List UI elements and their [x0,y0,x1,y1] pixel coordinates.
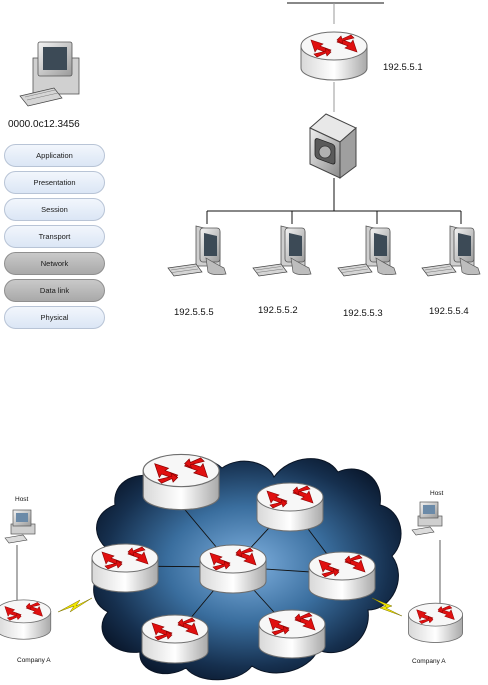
router-icon [91,543,159,593]
workstation-icon [252,225,312,277]
osi-layer-session: Session [4,198,105,221]
router-icon [0,599,52,640]
router-icon [258,609,326,659]
router-icon [300,31,368,81]
osi-layer-transport: Transport [4,225,105,248]
osi-layer-physical: Physical [4,306,105,329]
workstation-ip-address: 192.5.5.4 [429,306,469,317]
workstation-icon [337,225,397,277]
workstation-ip-address: 192.5.5.5 [174,307,214,318]
workstation-icon [167,225,227,277]
host-computer-icon [19,41,80,107]
router-icon [256,482,324,532]
router-icon [199,544,267,594]
left-site-label: Company A [17,657,51,664]
osi-layer-data-link: Data link [4,279,105,302]
left-host-label: Host [15,496,29,503]
osi-layer-network: Network [4,252,105,275]
right-site-label: Company A [412,658,446,665]
workstation-ip-address: 192.5.5.3 [343,308,383,319]
osi-layer-application: Application [4,144,105,167]
host-computer-icon [4,509,36,544]
router-icon [142,453,220,511]
router-icon [141,614,209,664]
switch-icon [309,113,357,179]
workstation-ip-address: 192.5.5.2 [258,305,298,316]
router-ip-address: 192.5.5.1 [383,62,423,73]
router-icon [308,551,376,601]
host-mac-address: 0000.0c12.3456 [8,119,80,130]
osi-layer-presentation: Presentation [4,171,105,194]
router-icon [408,602,463,643]
right-host-label: Host [430,490,444,497]
wan-link-icon [57,597,93,613]
host-computer-icon [411,501,443,536]
workstation-icon [421,225,481,277]
wan-link-icon [371,597,403,617]
